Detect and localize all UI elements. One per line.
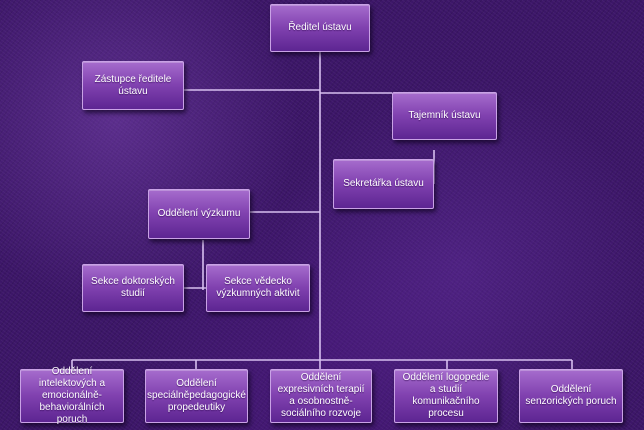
node-dept-sensory[interactable]: Oddělení senzorických poruch: [519, 369, 623, 423]
node-dept-intellectual-label: Oddělení intelektových a emocionálně-beh…: [38, 366, 106, 425]
node-research-dept-label: Oddělení výzkumu: [157, 208, 241, 219]
node-secretary-general[interactable]: Tajemník ústavu: [392, 92, 497, 140]
node-dept-speech-label: Oddělení logopedie a studií komunikačníh…: [402, 372, 490, 419]
node-director[interactable]: Ředitel ústavu: [270, 4, 370, 52]
node-research-dept[interactable]: Oddělení výzkumu: [148, 189, 250, 239]
node-dept-special-pedagogy-label: Oddělení speciálněpedagogické propedeuti…: [147, 378, 246, 413]
node-dept-expressive-label: Oddělení expresivních terapií a osobnost…: [277, 372, 365, 419]
node-dept-expressive[interactable]: Oddělení expresivních terapií a osobnost…: [270, 369, 372, 423]
node-director-label: Ředitel ústavu: [288, 22, 352, 33]
node-dept-intellectual[interactable]: Oddělení intelektových a emocionálně-beh…: [20, 366, 124, 425]
node-deputy-label: Zástupce ředitele ústavu: [94, 73, 172, 97]
node-doctoral-section[interactable]: Sekce doktorských studií: [82, 264, 184, 312]
node-secretary-general-label: Tajemník ústavu: [408, 110, 481, 121]
node-deputy[interactable]: Zástupce ředitele ústavu: [82, 61, 184, 110]
node-research-activities-section[interactable]: Sekce vědecko výzkumných aktivit: [206, 264, 310, 312]
node-dept-sensory-label: Oddělení senzorických poruch: [525, 384, 617, 407]
node-doctoral-section-label: Sekce doktorských studií: [91, 276, 175, 299]
node-dept-speech[interactable]: Oddělení logopedie a studií komunikačníh…: [394, 369, 498, 423]
node-secretary-label: Sekretářka ústavu: [343, 178, 424, 189]
node-research-activities-section-label: Sekce vědecko výzkumných aktivit: [216, 276, 300, 299]
node-secretary[interactable]: Sekretářka ústavu: [333, 159, 434, 209]
node-dept-special-pedagogy[interactable]: Oddělení speciálněpedagogické propedeuti…: [145, 369, 248, 423]
